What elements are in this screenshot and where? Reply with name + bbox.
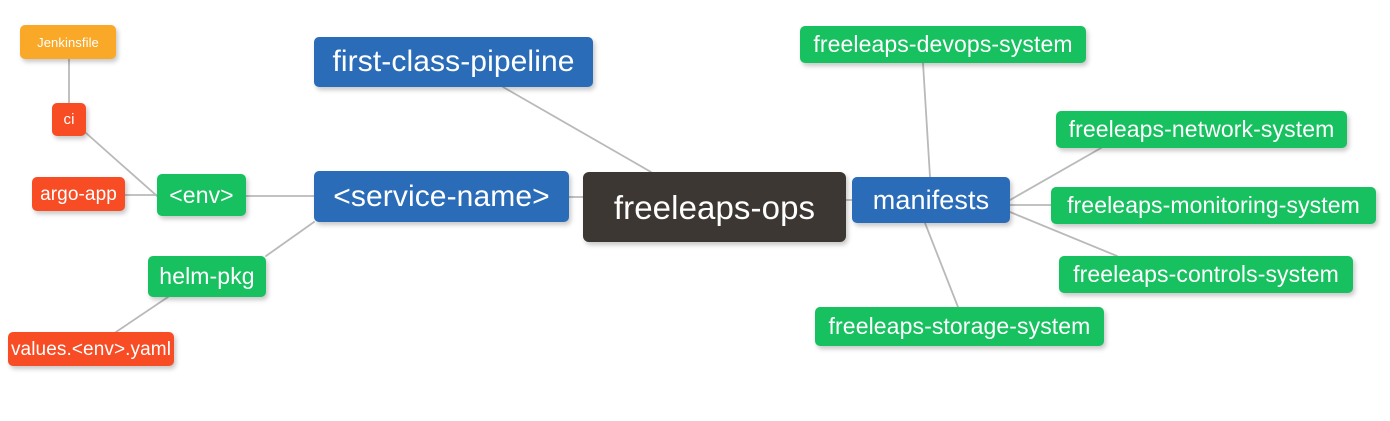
node-values-yaml[interactable]: values.<env>.yaml [8,332,174,366]
node-jenkinsfile[interactable]: Jenkinsfile [20,25,116,59]
node-label: Jenkinsfile [37,34,99,50]
node-ci[interactable]: ci [52,103,86,136]
node-service-name[interactable]: <service-name> [314,171,569,222]
node-controls-system[interactable]: freeleaps-controls-system [1059,256,1353,293]
node-argo-app[interactable]: argo-app [32,177,125,211]
node-monitoring-system[interactable]: freeleaps-monitoring-system [1051,187,1376,224]
node-label: helm-pkg [159,263,255,289]
node-label: argo-app [40,183,117,205]
node-label: freeleaps-monitoring-system [1067,192,1360,218]
node-label: freeleaps-storage-system [828,313,1091,339]
node-storage-system[interactable]: freeleaps-storage-system [815,307,1104,346]
node-first-class-pipeline[interactable]: first-class-pipeline [314,37,593,87]
node-manifests[interactable]: manifests [852,177,1010,223]
node-label: <service-name> [333,179,550,213]
edge-service-name-to-helm-pkg [265,221,315,257]
node-label: freeleaps-ops [613,188,816,226]
node-label: ci [63,111,75,128]
node-label: first-class-pipeline [332,45,575,78]
node-label: freeleaps-network-system [1068,116,1335,142]
node-helm-pkg[interactable]: helm-pkg [148,256,266,297]
node-devops-system[interactable]: freeleaps-devops-system [800,26,1086,63]
node-label: freeleaps-controls-system [1073,261,1339,287]
node-network-system[interactable]: freeleaps-network-system [1056,111,1347,148]
edge-first-class-pipeline-to-freeleaps-ops [502,86,652,173]
node-label: values.<env>.yaml [10,338,172,360]
node-label: freeleaps-devops-system [813,31,1073,57]
node-label: <env> [169,181,234,208]
node-label: manifests [872,184,990,215]
node-freeleaps-ops[interactable]: freeleaps-ops [583,172,846,242]
edge-manifests-to-storage-system [924,222,959,308]
edge-helm-pkg-to-values-yaml [115,296,169,333]
node-env[interactable]: <env> [157,174,246,216]
edge-manifests-to-devops-system [922,62,931,178]
